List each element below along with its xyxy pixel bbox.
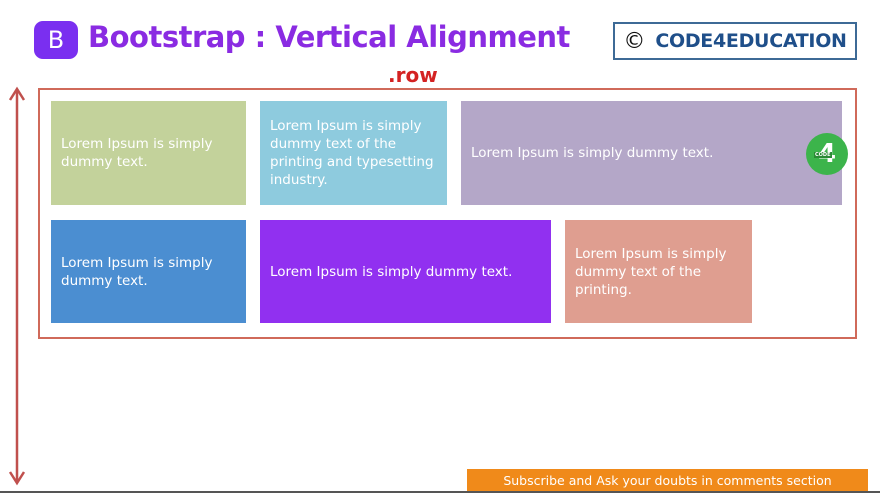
column-box-3: Lorem Ipsum is simply dummy text.: [461, 101, 842, 205]
subscribe-text: Subscribe and Ask your doubts in comment…: [503, 472, 832, 488]
column-box-5: Lorem Ipsum is simply dummy text.: [260, 220, 551, 323]
vertical-double-arrow-icon: [8, 86, 26, 486]
column-box-1: Lorem Ipsum is simply dummy text.: [51, 101, 246, 205]
column-text-4: Lorem Ipsum is simply dummy text.: [61, 254, 213, 289]
row-class-label: .row: [388, 63, 438, 87]
bootstrap-logo-letter: B: [47, 26, 65, 54]
bottom-divider: [0, 491, 880, 493]
bootstrap-logo-icon: B: [34, 21, 78, 59]
copyright-symbol: ©: [623, 28, 646, 54]
column-box-6: Lorem Ipsum is simply dummy text of the …: [565, 220, 752, 323]
column-text-2: Lorem Ipsum is simply dummy text of the …: [270, 118, 434, 188]
subscribe-banner: Subscribe and Ask your doubts in comment…: [467, 469, 868, 491]
column-text-5: Lorem Ipsum is simply dummy text.: [270, 263, 513, 280]
code4education-logo-icon: 4 CODE: [806, 133, 848, 175]
page-title: Bootstrap : Vertical Alignment: [88, 20, 570, 54]
logo-caption: CODE: [814, 152, 832, 158]
column-text-1: Lorem Ipsum is simply dummy text.: [61, 136, 213, 170]
row-container-frame: [38, 88, 857, 339]
brand-badge: © CODE4EDUCATION: [613, 22, 857, 60]
column-box-4: Lorem Ipsum is simply dummy text.: [51, 220, 246, 323]
column-box-2: Lorem Ipsum is simply dummy text of the …: [260, 101, 447, 205]
column-text-6: Lorem Ipsum is simply dummy text of the …: [575, 245, 727, 298]
brand-name: CODE4EDUCATION: [655, 30, 847, 52]
column-text-3: Lorem Ipsum is simply dummy text.: [471, 145, 714, 161]
